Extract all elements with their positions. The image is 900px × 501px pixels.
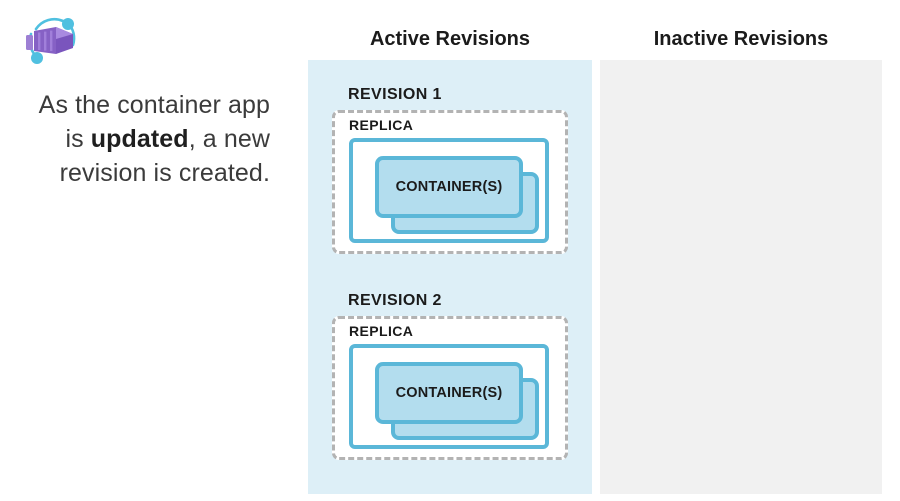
revision-label: REVISION 2 (348, 292, 442, 309)
container-label: CONTAINER(S) (395, 179, 503, 195)
caption-prefix: As the container app is (38, 91, 270, 153)
caption-suffix: , a new revision is created. (59, 125, 270, 187)
inactive-revisions-panel (600, 60, 882, 494)
revision-label: REVISION 1 (348, 86, 442, 103)
caption-text: As the container app is updated, a new r… (20, 88, 270, 190)
replica-label: REPLICA (349, 117, 414, 133)
replica-label: REPLICA (349, 323, 414, 339)
azure-container-apps-logo (26, 17, 76, 64)
container-card-front: CONTAINER(S) (375, 362, 523, 424)
active-revisions-panel: REVISION 1 REPLICA CONTAINER(S) REVISION… (308, 60, 592, 494)
container-stack: CONTAINER(S) (375, 362, 539, 440)
revision-group: REVISION 1 REPLICA CONTAINER(S) (332, 86, 568, 254)
container-card-front: CONTAINER(S) (375, 156, 523, 218)
revision-group: REVISION 2 REPLICA CONTAINER(S) (332, 292, 568, 460)
replica-box: REPLICA CONTAINER(S) (332, 316, 568, 460)
active-revisions-heading: Active Revisions (369, 28, 531, 50)
left-caption-panel: As the container app is updated, a new r… (0, 0, 300, 501)
container-stack: CONTAINER(S) (375, 156, 539, 234)
inactive-revisions-heading: Inactive Revisions (653, 28, 829, 50)
caption-emphasis: updated (90, 125, 189, 153)
container-label: CONTAINER(S) (395, 385, 503, 401)
replica-box: REPLICA CONTAINER(S) (332, 110, 568, 254)
replica-frame: CONTAINER(S) (349, 138, 549, 243)
replica-frame: CONTAINER(S) (349, 344, 549, 449)
